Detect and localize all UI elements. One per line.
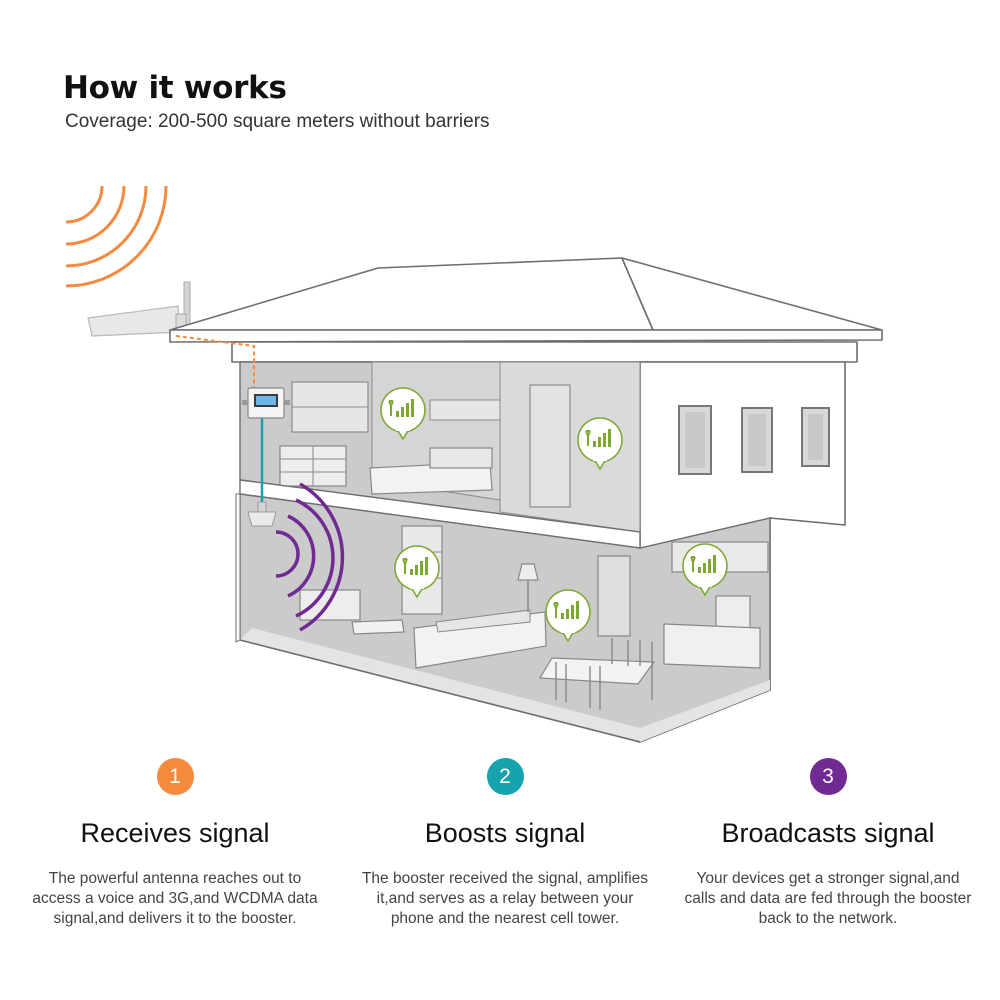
- ceiling-antenna-icon: [247, 501, 277, 527]
- page-subtitle: Coverage: 200-500 square meters without …: [65, 111, 490, 132]
- lower-floor: [235, 493, 771, 743]
- indoor-broadcast-waves: [275, 482, 345, 632]
- step-title: Boosts signal: [424, 818, 586, 848]
- step-receives: 1 Receives signal The powerful antenna r…: [10, 758, 340, 929]
- step-number-badge: 3: [809, 758, 847, 795]
- step-description: The booster received the signal, amplifi…: [361, 870, 649, 927]
- step-broadcasts: 3 Broadcasts signal Your devices get a s…: [663, 758, 993, 929]
- house-diagram: [65, 185, 883, 744]
- step-description: Your devices get a stronger signal,and c…: [684, 870, 972, 927]
- booster-unit-icon: [242, 387, 290, 419]
- page-title: How it works: [63, 70, 287, 106]
- step-title: Receives signal: [80, 818, 270, 848]
- step-description: The powerful antenna reaches out to acce…: [32, 870, 318, 927]
- roof: [169, 257, 883, 363]
- outdoor-signal-waves: [65, 185, 168, 288]
- step-title: Broadcasts signal: [721, 818, 935, 848]
- antenna-cable: [175, 335, 255, 388]
- upper-floor: [239, 361, 641, 549]
- step-boosts: 2 Boosts signal The booster received the…: [340, 758, 670, 929]
- step-number-badge: 1: [156, 758, 194, 795]
- step-number-badge: 2: [486, 758, 524, 795]
